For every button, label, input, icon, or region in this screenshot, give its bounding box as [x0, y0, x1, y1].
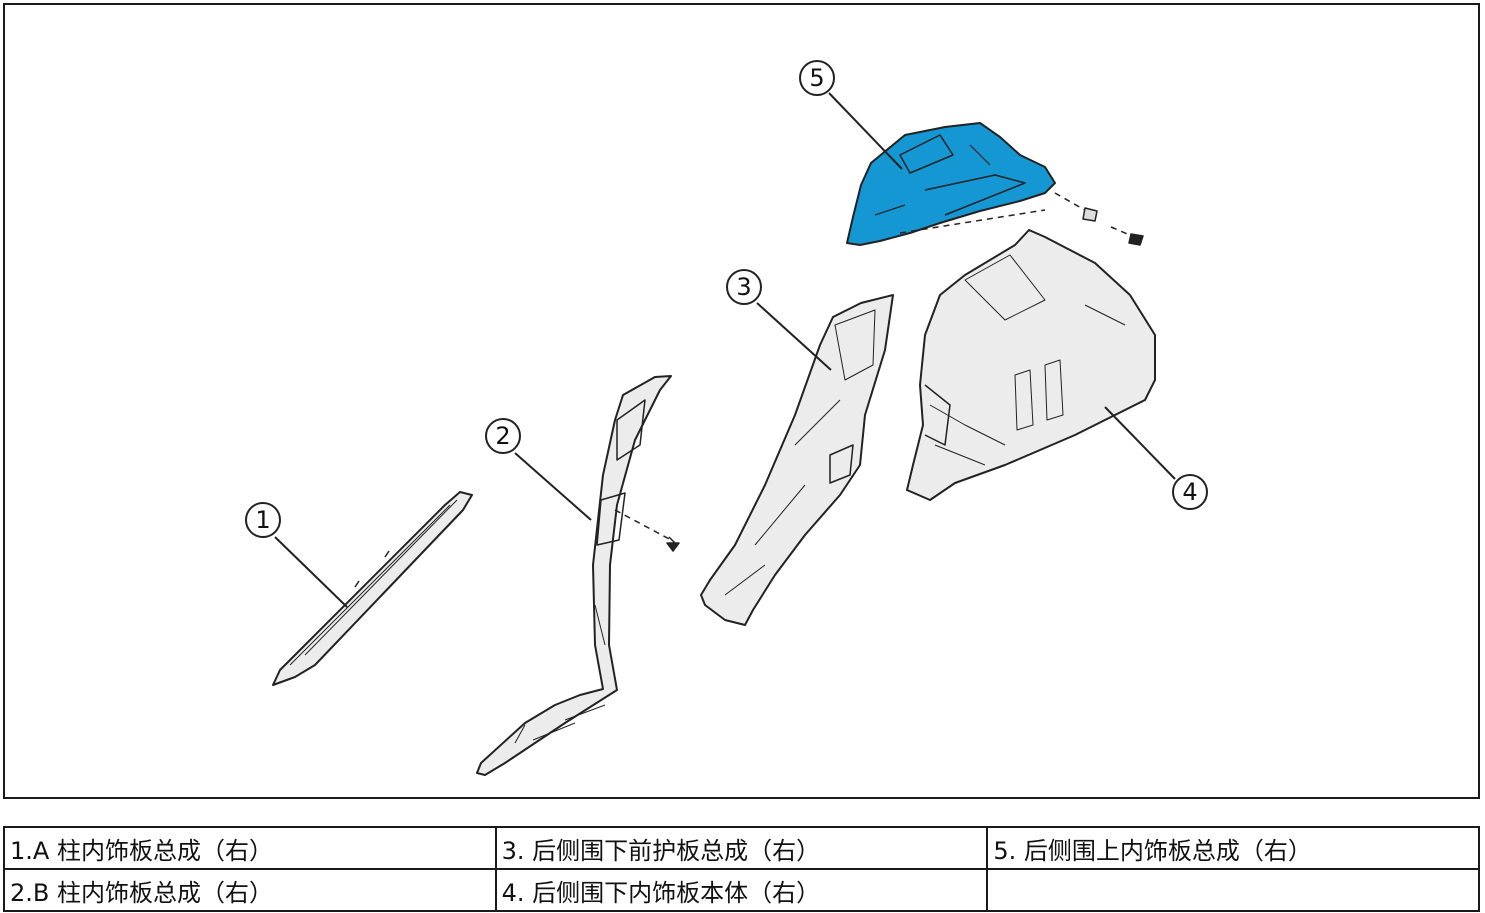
- legend-cell-part-1: 1.A 柱内饰板总成（右）: [3, 826, 497, 870]
- callout-circle-4: [1172, 474, 1208, 510]
- legend-row: 2.B 柱内饰板总成（右） 4. 后侧围下内饰板本体（右）: [3, 868, 1480, 912]
- legend-cell-part-2: 2.B 柱内饰板总成（右）: [3, 868, 497, 912]
- leader-line-1: [274, 536, 348, 608]
- callout-circle-3: [726, 269, 762, 305]
- callout-circle-5: [799, 60, 835, 96]
- callout-circle-1: [245, 502, 281, 538]
- a-pillar-trim-part: [272, 491, 473, 686]
- callout-label-2: 2: [495, 422, 510, 450]
- callout-label-4: 4: [1182, 478, 1197, 506]
- callout-label-3: 3: [736, 273, 751, 301]
- upper-inner-trim-part: [846, 122, 1144, 246]
- lower-trim-body-part: [906, 229, 1156, 501]
- legend-row: 1.A 柱内饰板总成（右） 3. 后侧围下前护板总成（右） 5. 后侧围上内饰板…: [3, 826, 1480, 870]
- exploded-diagram: 1 2 3 4 5: [245, 60, 1208, 776]
- leader-lines: [274, 92, 1176, 608]
- legend-cell-part-5: 5. 后侧围上内饰板总成（右）: [986, 826, 1480, 870]
- exploded-diagram-frame: 1 2 3 4 5: [3, 3, 1480, 799]
- callout-label-1: 1: [255, 506, 270, 534]
- parts-legend-table: 1.A 柱内饰板总成（右） 3. 后侧围下前护板总成（右） 5. 后侧围上内饰板…: [3, 826, 1480, 912]
- legend-cell-empty: [986, 868, 1480, 912]
- legend-cell-part-3: 3. 后侧围下前护板总成（右）: [494, 826, 989, 870]
- b-pillar-trim-part: [476, 375, 680, 776]
- leader-line-4: [1104, 406, 1176, 480]
- callout-circle-2: [485, 418, 521, 454]
- callout-label-5: 5: [809, 64, 824, 92]
- leader-line-5: [828, 92, 903, 170]
- lower-front-guard-part: [700, 294, 894, 626]
- leader-line-3: [756, 302, 832, 371]
- legend-cell-part-4: 4. 后侧围下内饰板本体（右）: [494, 868, 989, 912]
- leader-line-2: [514, 452, 592, 521]
